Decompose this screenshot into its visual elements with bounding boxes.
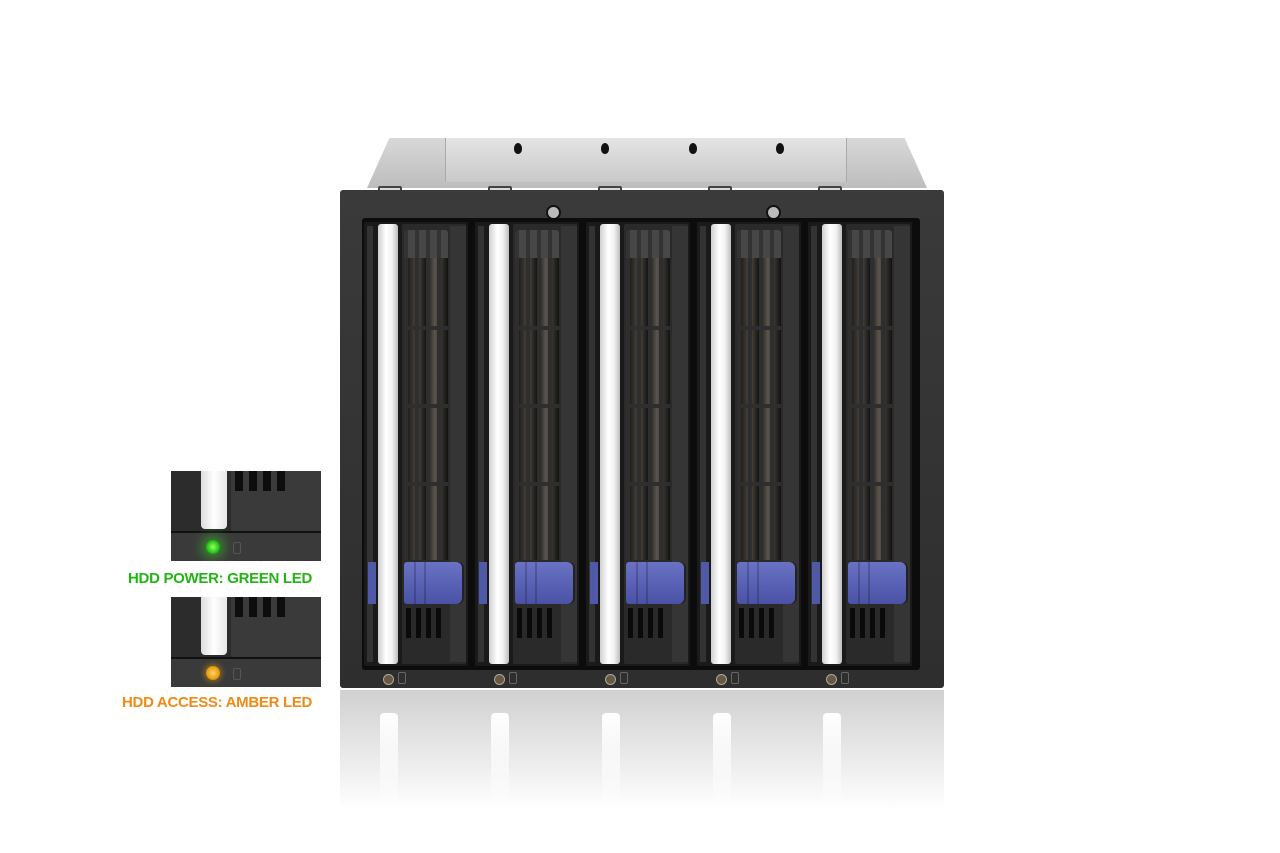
tray-side bbox=[450, 226, 466, 662]
cage-top-plate bbox=[445, 138, 847, 182]
access-led-label: HDD ACCESS: AMBER LED bbox=[122, 694, 313, 711]
tray-rail bbox=[700, 226, 706, 662]
vent-bottom bbox=[739, 608, 779, 638]
mounting-hole bbox=[776, 143, 784, 154]
latch-strip bbox=[479, 562, 487, 604]
power-led-label: HDD POWER: GREEN LED bbox=[128, 570, 313, 587]
hdd-icon bbox=[233, 542, 241, 554]
drive-tray-4[interactable] bbox=[697, 222, 801, 666]
latch-button[interactable] bbox=[626, 562, 684, 604]
tray-vent bbox=[737, 258, 781, 560]
tray-vent bbox=[404, 258, 448, 560]
vent-top bbox=[404, 230, 448, 258]
mounting-hole bbox=[689, 143, 697, 154]
vent-top bbox=[626, 230, 670, 258]
reflection-bar bbox=[380, 713, 398, 813]
tray-rail bbox=[589, 226, 595, 662]
status-led-3 bbox=[605, 674, 616, 685]
vent-bottom bbox=[628, 608, 668, 638]
tray-handle[interactable] bbox=[489, 224, 509, 664]
vent-bottom bbox=[517, 608, 557, 638]
vent-bottom bbox=[850, 608, 890, 638]
latch-button[interactable] bbox=[848, 562, 906, 604]
hdd-icon bbox=[731, 672, 739, 684]
status-led-1 bbox=[383, 674, 394, 685]
reflection-bar bbox=[491, 713, 509, 813]
vent-slots bbox=[235, 471, 291, 491]
vent-top bbox=[848, 230, 892, 258]
tray-vent bbox=[848, 258, 892, 560]
latch-button[interactable] bbox=[737, 562, 795, 604]
tray-vent bbox=[626, 258, 670, 560]
latch-strip bbox=[590, 562, 598, 604]
power-led-inset bbox=[171, 471, 321, 561]
drive-tray-3[interactable] bbox=[586, 222, 690, 666]
tray-side bbox=[894, 226, 910, 662]
latch-strip bbox=[812, 562, 820, 604]
vent-top bbox=[737, 230, 781, 258]
latch-strip bbox=[368, 562, 376, 604]
green-led-icon bbox=[206, 540, 220, 554]
tray-handle-closeup bbox=[201, 597, 227, 655]
tray-rail bbox=[367, 226, 373, 662]
access-led-inset bbox=[171, 597, 321, 687]
tray-rail bbox=[811, 226, 817, 662]
latch-button[interactable] bbox=[515, 562, 573, 604]
hdd-icon bbox=[398, 672, 406, 684]
tray-side bbox=[561, 226, 577, 662]
status-led-2 bbox=[494, 674, 505, 685]
drive-tray-5[interactable] bbox=[808, 222, 912, 666]
hdd-icon bbox=[233, 668, 241, 680]
tray-handle[interactable] bbox=[711, 224, 731, 664]
drive-tray-2[interactable] bbox=[475, 222, 579, 666]
status-led-4 bbox=[716, 674, 727, 685]
reflection-bar bbox=[713, 713, 731, 813]
vent-bottom bbox=[406, 608, 446, 638]
hdd-icon bbox=[509, 672, 517, 684]
hdd-icon bbox=[841, 672, 849, 684]
bezel-floor bbox=[171, 531, 321, 561]
tray-vent bbox=[515, 258, 559, 560]
floor-reflection bbox=[340, 690, 944, 810]
reflection-bar bbox=[823, 713, 841, 813]
tray-side bbox=[783, 226, 799, 662]
drive-tray-1[interactable] bbox=[364, 222, 468, 666]
vent-top bbox=[515, 230, 559, 258]
tray-rail bbox=[478, 226, 484, 662]
latch-strip bbox=[701, 562, 709, 604]
tray-handle-closeup bbox=[201, 471, 227, 529]
tray-side bbox=[672, 226, 688, 662]
vent-slots bbox=[235, 597, 291, 617]
latch-button[interactable] bbox=[404, 562, 462, 604]
mounting-hole bbox=[514, 143, 522, 154]
amber-led-icon bbox=[206, 666, 220, 680]
tray-handle[interactable] bbox=[822, 224, 842, 664]
bezel-floor bbox=[171, 657, 321, 687]
tray-handle[interactable] bbox=[378, 224, 398, 664]
status-led-5 bbox=[826, 674, 837, 685]
hdd-icon bbox=[620, 672, 628, 684]
tray-handle[interactable] bbox=[600, 224, 620, 664]
mounting-hole bbox=[601, 143, 609, 154]
reflection-bar bbox=[602, 713, 620, 813]
